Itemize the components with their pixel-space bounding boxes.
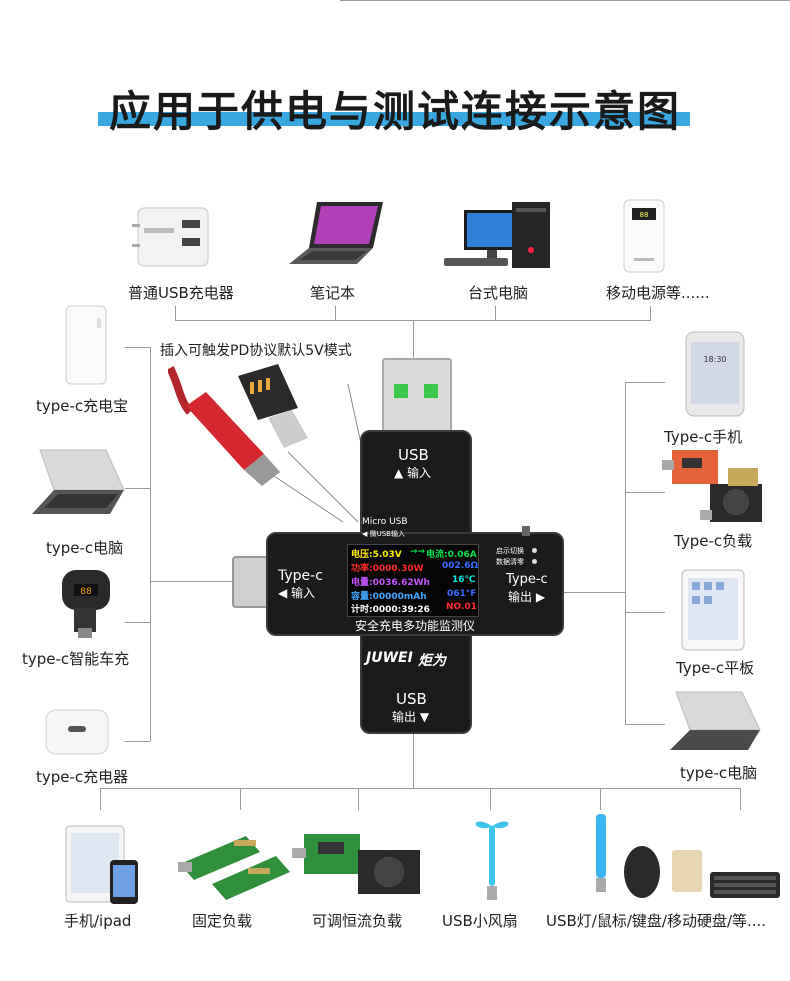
screen-temp-f: 061°F bbox=[447, 589, 477, 599]
fixed-load-icon bbox=[178, 836, 290, 900]
usb-fan-icon bbox=[475, 821, 509, 900]
right-label-load: Type-c负载 bbox=[674, 532, 753, 550]
left-label-power-bank: type-c充电宝 bbox=[36, 397, 129, 415]
switch-button[interactable] bbox=[532, 548, 537, 553]
switch-button-label: 启示切换 bbox=[496, 547, 524, 555]
svg-text:88: 88 bbox=[80, 587, 92, 597]
source-label-laptop: 笔记本 bbox=[310, 284, 356, 302]
screen-timer: 计时:0000:39:26 bbox=[351, 605, 430, 615]
micro-usb-label: Micro USB bbox=[362, 517, 408, 527]
car-charger-icon: 88 bbox=[62, 570, 110, 638]
left-label-laptop: type-c电脑 bbox=[46, 539, 124, 557]
svg-text:88: 88 bbox=[640, 211, 649, 219]
micro-usb-sub: ◀ 微USB输入 bbox=[362, 530, 405, 538]
right-label-phone: Type-c手机 bbox=[664, 428, 743, 446]
usb-accessories-icon bbox=[596, 814, 780, 898]
bottom-label-adjustable-load: 可调恒流负载 bbox=[312, 912, 403, 930]
usb-in-sub: ▲ 输入 bbox=[394, 466, 432, 480]
screen-power: 功率:0000.30W bbox=[351, 564, 424, 574]
typec-charger-icon bbox=[45, 709, 109, 755]
svg-text:18:30: 18:30 bbox=[703, 355, 726, 364]
power-bank-icon: 88 bbox=[623, 199, 665, 273]
left-label-car-charger: type-c智能车充 bbox=[22, 650, 130, 668]
usb-charger-icon bbox=[132, 207, 209, 267]
usb-out-sub: 输出 ▼ bbox=[392, 710, 430, 724]
adjustable-load-icon bbox=[292, 834, 420, 894]
typec-in-label: Type-c bbox=[278, 568, 323, 584]
bottom-label-fixed-load: 固定负载 bbox=[192, 912, 253, 930]
typec-phone-icon: 18:30 bbox=[685, 331, 745, 417]
right-label-tablet: Type-c平板 bbox=[676, 659, 755, 677]
ipad-phone-icon bbox=[65, 825, 138, 904]
pd-note: 插入可触发PD协议默认5V模式 bbox=[160, 343, 352, 359]
typec-tablet-icon bbox=[681, 569, 745, 651]
typec-in-sub: ◀ 输入 bbox=[278, 586, 316, 600]
usb-out-label: USB bbox=[396, 690, 427, 708]
usb-in-label: USB bbox=[398, 446, 429, 464]
brand-cn: 炬为 bbox=[418, 653, 446, 669]
typec-out-label: Type-c bbox=[506, 572, 548, 587]
screen-arrow: →→ bbox=[410, 547, 426, 557]
reset-button-label: 数据清零 bbox=[496, 558, 524, 566]
source-label-power-bank: 移动电源等...... bbox=[606, 284, 710, 302]
typec-power-bank-icon bbox=[65, 305, 107, 385]
bottom-label-phone-ipad: 手机/ipad bbox=[64, 912, 132, 930]
page-title: 应用于供电与测试连接示意图 bbox=[108, 87, 681, 136]
source-label-usb-charger: 普通USB充电器 bbox=[128, 284, 234, 302]
title-underline bbox=[98, 112, 690, 126]
side-button[interactable] bbox=[522, 526, 530, 536]
product-name: 安全充电多功能监测仪 bbox=[354, 619, 475, 633]
screen-current: 电流:0.06A bbox=[426, 550, 477, 560]
right-label-laptop: type-c电脑 bbox=[680, 764, 758, 782]
bottom-label-usb-accessories: USB灯/鼠标/键盘/移动硬盘/等.... bbox=[546, 912, 767, 930]
typec-laptop-icon bbox=[32, 449, 125, 514]
screen-capacity: 容量:00000mAh bbox=[351, 592, 427, 602]
screen-temp-c: 16℃ bbox=[452, 575, 476, 585]
screen-resistance: 002.6Ω bbox=[442, 561, 479, 571]
typec-laptop-right-icon bbox=[670, 691, 761, 750]
typec-out-sub: 输出 ▶ bbox=[508, 590, 546, 604]
usb-a-plug bbox=[382, 358, 452, 436]
top-rule bbox=[340, 0, 790, 1]
left-label-charger: type-c充电器 bbox=[36, 768, 129, 786]
usb-plug-contact bbox=[424, 384, 438, 398]
source-label-desktop: 台式电脑 bbox=[468, 284, 529, 302]
screen-voltage: 电压:5.03V bbox=[351, 550, 402, 560]
bottom-label-usb-fan: USB小风扇 bbox=[442, 912, 518, 930]
reset-button[interactable] bbox=[532, 559, 537, 564]
screen-group: NO.01 bbox=[446, 602, 477, 612]
usb-plug-contact bbox=[394, 384, 408, 398]
meter-screen: 电压:5.03V →→ 电流:0.06A 功率:0000.30W 002.6Ω … bbox=[347, 544, 479, 617]
screen-energy: 电量:0036.62Wh bbox=[351, 578, 430, 588]
typec-cable-and-adapter-icon bbox=[168, 364, 379, 523]
laptop-icon bbox=[289, 202, 383, 264]
typec-load-icon bbox=[662, 450, 762, 522]
desktop-computer-icon bbox=[444, 202, 550, 268]
brand-latin: JUWEI bbox=[366, 650, 413, 666]
